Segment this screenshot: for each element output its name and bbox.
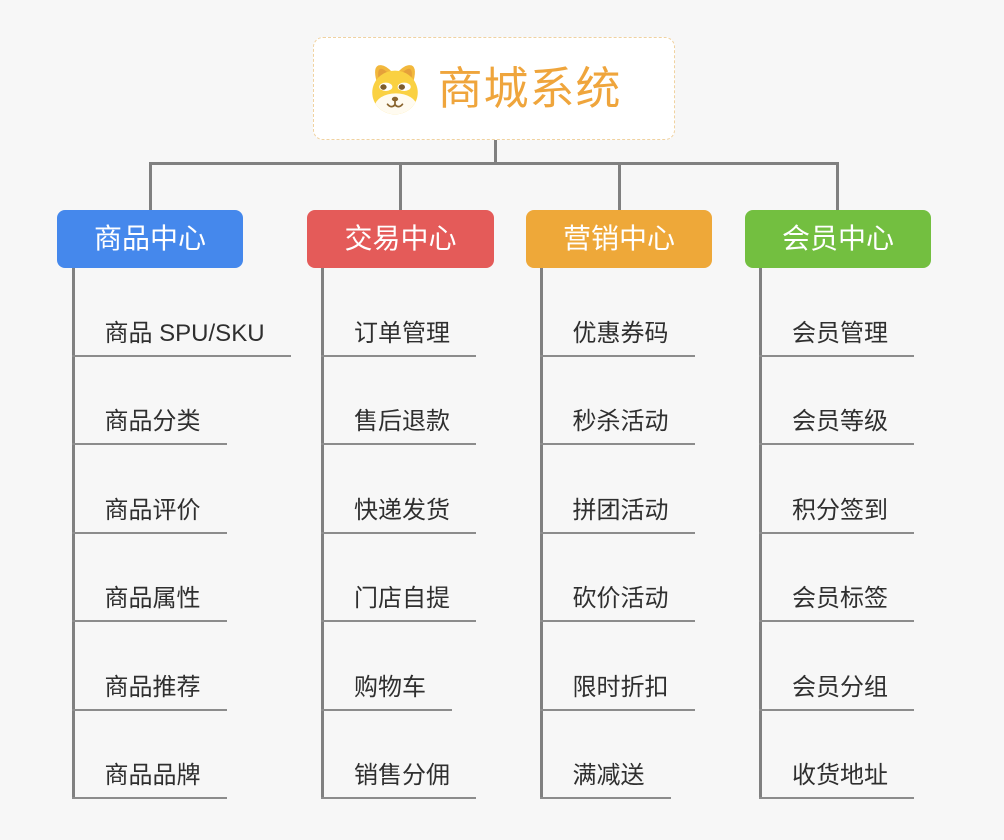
leaf-column-marketing: 优惠券码 秒杀活动 拼团活动 砍价活动 限时折扣 满减送 — [539, 268, 695, 799]
branch-label: 商品中心 — [93, 223, 206, 254]
leaf-node[interactable]: 快递发货 — [321, 445, 476, 534]
branch-node-marketing-center[interactable]: 营销中心 — [526, 210, 712, 268]
leaf-node[interactable]: 积分签到 — [759, 445, 914, 534]
connector-drop-member — [836, 164, 839, 210]
root-title: 商城系统 — [437, 63, 622, 114]
connector-drop-marketing — [617, 164, 621, 210]
branch-line-product — [71, 268, 75, 799]
branch-line-trade — [321, 268, 324, 799]
leaf-node[interactable]: 商品 SPU/SKU — [71, 268, 291, 357]
leaf-column-product: 商品 SPU/SKU 商品分类 商品评价 商品属性 商品推荐 商品品牌 — [71, 268, 291, 799]
leaf-node[interactable]: 会员标签 — [759, 534, 914, 622]
branch-node-trade-center[interactable]: 交易中心 — [307, 210, 494, 268]
leaf-node[interactable]: 门店自提 — [321, 534, 476, 622]
branch-node-member-center[interactable]: 会员中心 — [745, 210, 931, 268]
leaf-node[interactable]: 商品品牌 — [71, 711, 227, 799]
leaf-node[interactable]: 售后退款 — [321, 357, 476, 445]
branch-line-member — [759, 268, 762, 799]
leaf-column-trade: 订单管理 售后退款 快递发货 门店自提 购物车 销售分佣 — [321, 268, 476, 799]
branch-line-marketing — [539, 268, 543, 799]
dog-logo-icon — [372, 64, 419, 114]
root-node[interactable]: 商城系统 — [313, 37, 675, 140]
leaf-node[interactable]: 砍价活动 — [539, 534, 695, 622]
branch-label: 会员中心 — [781, 223, 894, 254]
leaf-node[interactable]: 会员管理 — [759, 268, 914, 357]
leaf-node[interactable]: 限时折扣 — [539, 622, 695, 711]
connector-drop-product — [148, 164, 152, 210]
leaf-node[interactable]: 商品评价 — [71, 445, 227, 534]
branch-label: 交易中心 — [344, 223, 457, 254]
leaf-node[interactable]: 商品推荐 — [71, 622, 227, 711]
leaf-node[interactable]: 商品属性 — [71, 534, 227, 622]
branch-label: 营销中心 — [562, 223, 675, 254]
leaf-node[interactable]: 购物车 — [321, 622, 452, 711]
leaf-node[interactable]: 会员分组 — [759, 622, 914, 711]
branch-node-product-center[interactable]: 商品中心 — [57, 210, 243, 268]
leaf-node[interactable]: 满减送 — [539, 711, 671, 799]
leaf-node[interactable]: 收货地址 — [759, 711, 914, 799]
connector-bus — [148, 161, 839, 165]
leaf-node[interactable]: 优惠券码 — [539, 268, 695, 357]
leaf-node[interactable]: 秒杀活动 — [539, 357, 695, 445]
leaf-node[interactable]: 销售分佣 — [321, 711, 476, 799]
leaf-node[interactable]: 拼团活动 — [539, 445, 695, 534]
connector-drop-trade — [399, 164, 402, 210]
leaf-node[interactable]: 商品分类 — [71, 357, 227, 445]
leaf-column-member: 会员管理 会员等级 积分签到 会员标签 会员分组 收货地址 — [759, 268, 914, 799]
leaf-node[interactable]: 会员等级 — [759, 357, 914, 445]
connector-root-trunk — [493, 140, 497, 164]
leaf-node[interactable]: 订单管理 — [321, 268, 476, 357]
